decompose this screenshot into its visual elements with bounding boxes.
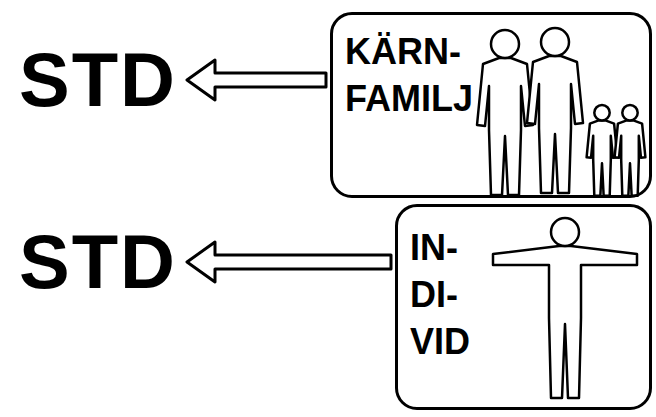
adult-figure <box>477 30 533 195</box>
box-title: IN- DI- VID <box>410 225 488 365</box>
group-box: IN- DI- VID <box>395 204 652 410</box>
group-box: KÄRN- FAMILJ <box>330 12 652 198</box>
child-figure <box>615 105 646 196</box>
bubble-label: STD <box>15 222 181 302</box>
adult-figure <box>527 28 583 193</box>
individual-figure <box>493 218 637 398</box>
box-title: KÄRN- FAMILJ <box>345 29 495 123</box>
block-arrow <box>187 242 391 282</box>
label-node: STD <box>15 222 181 302</box>
label-node: STD <box>15 40 181 120</box>
bubble-label: STD <box>15 40 181 120</box>
child-figure <box>587 105 618 196</box>
block-arrow <box>187 60 326 100</box>
